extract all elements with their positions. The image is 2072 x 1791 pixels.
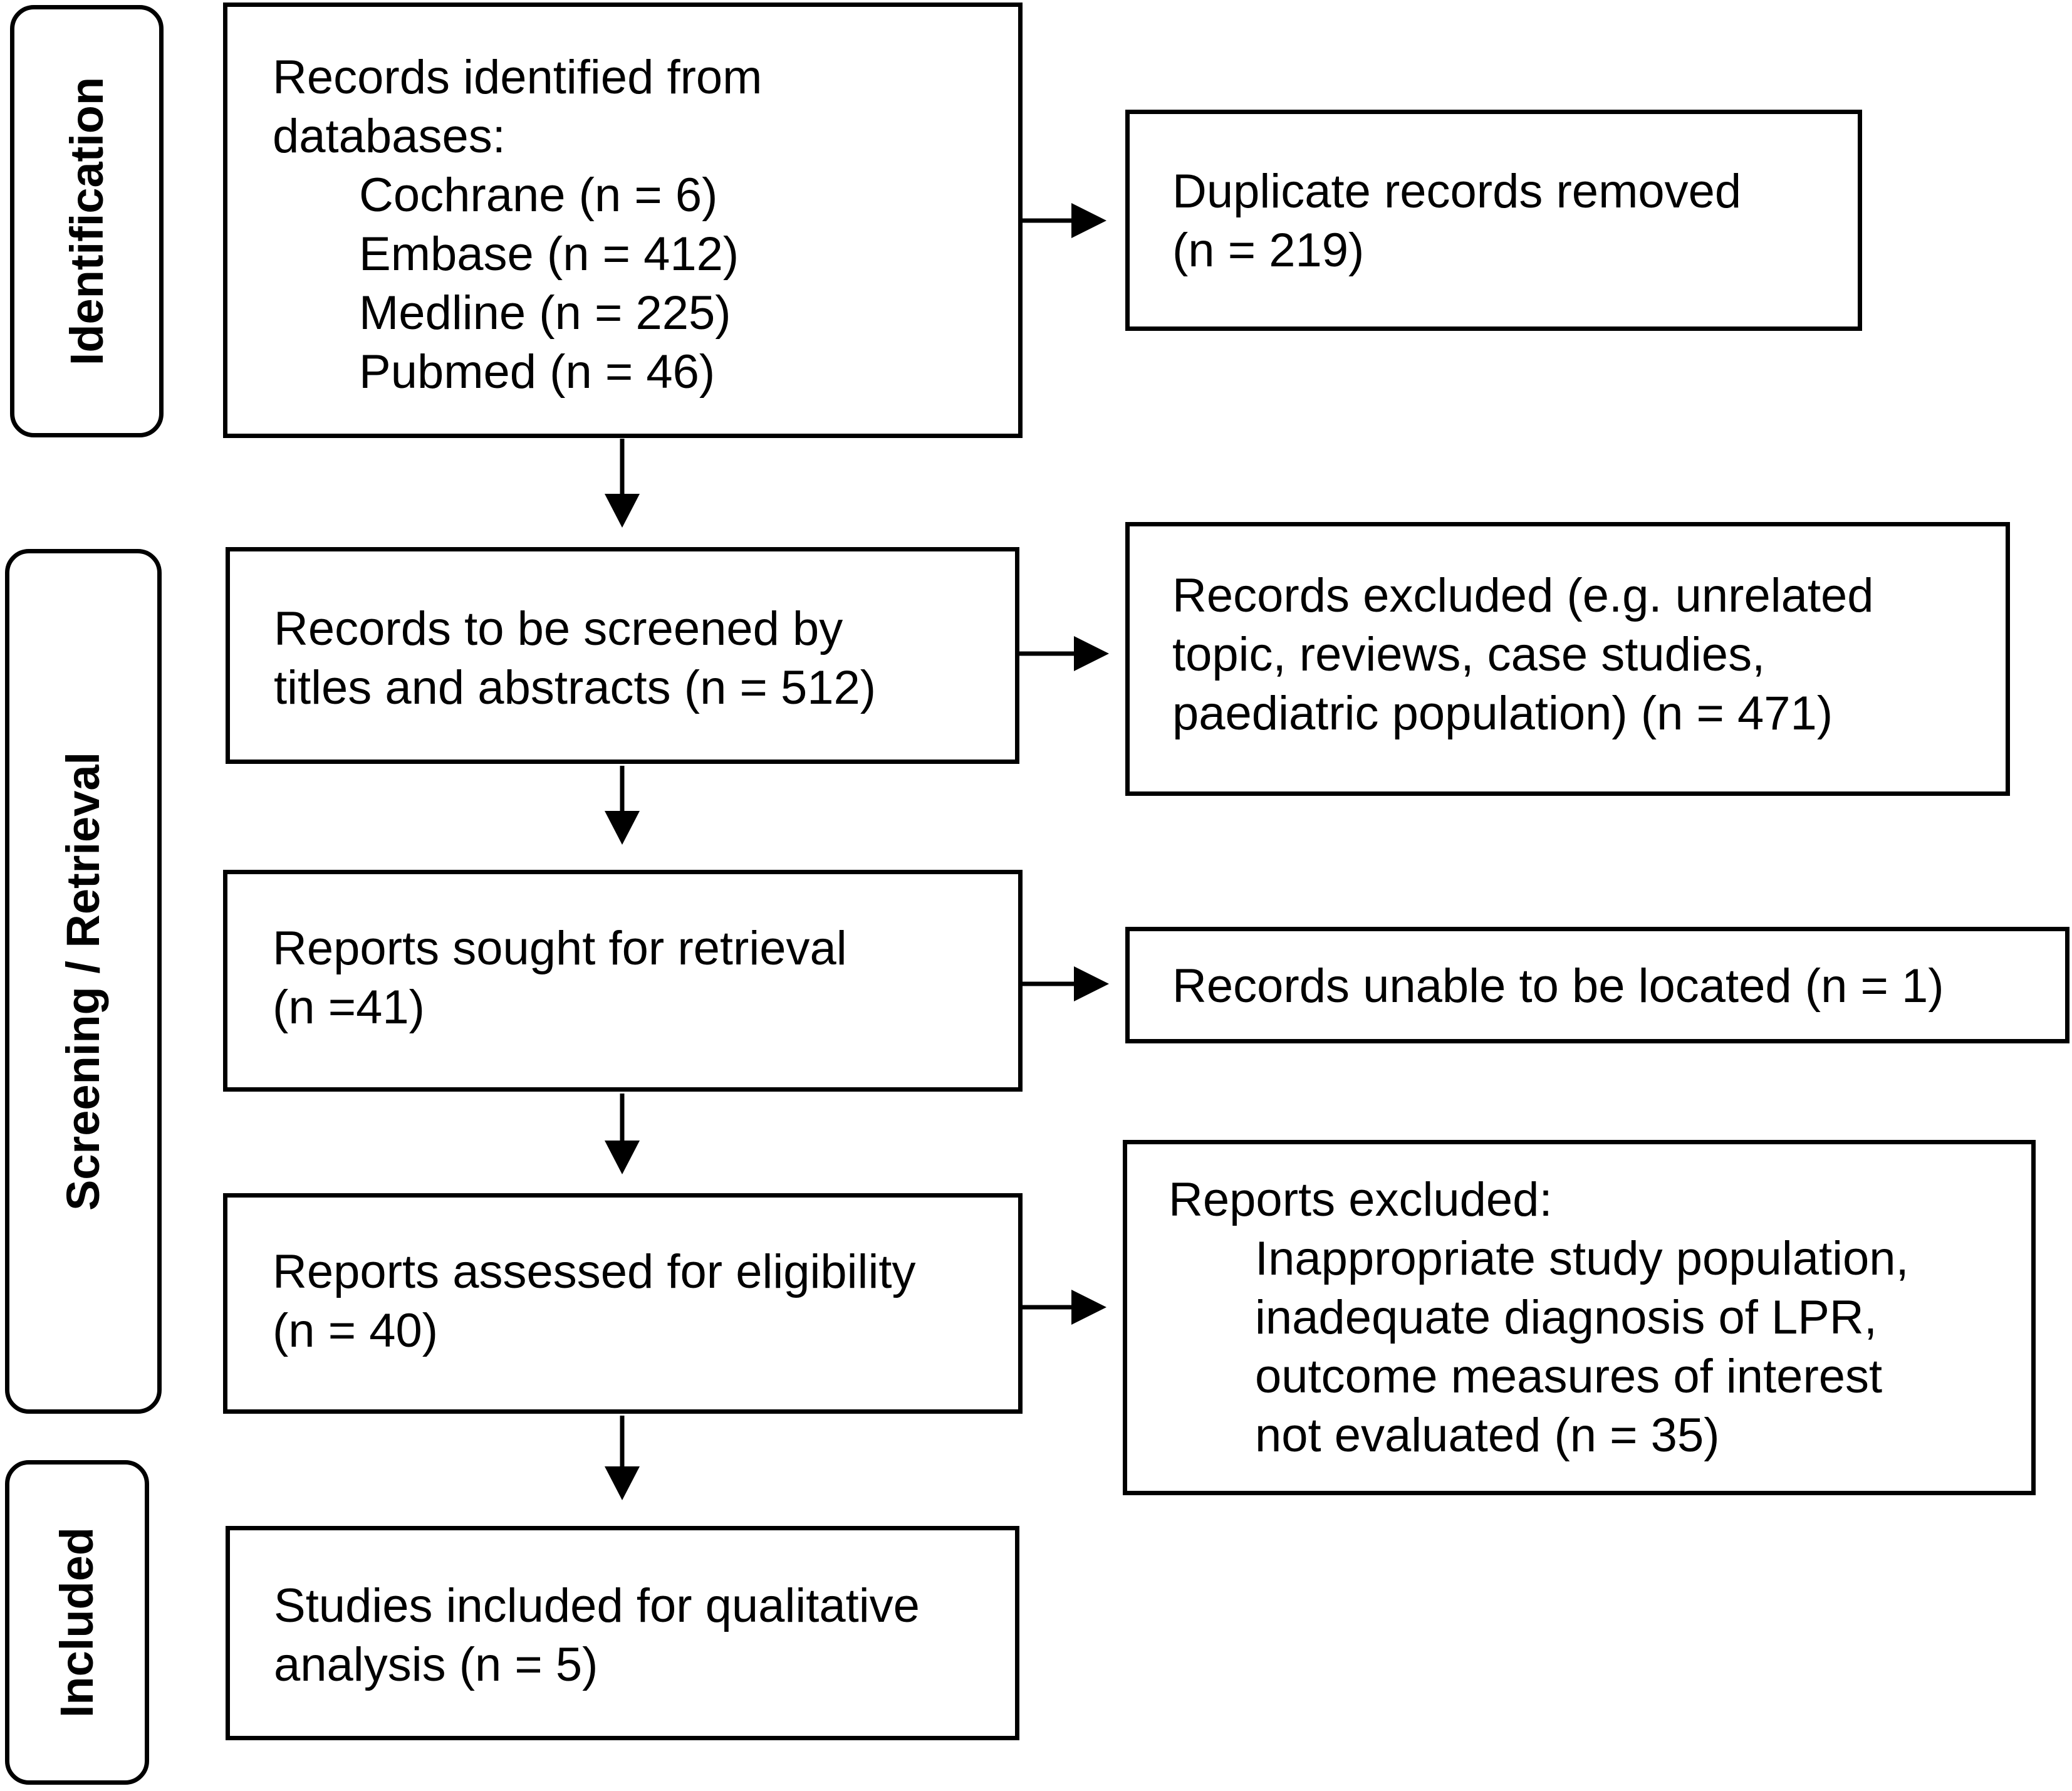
reports-excluded-line1: Reports excluded: [1169, 1173, 1553, 1226]
reports-excluded-text: Reports excluded: Inappropriate study po… [1169, 1171, 1909, 1465]
arrow-assessed-to-included [605, 1416, 640, 1500]
sought-text: Reports sought for retrieval (n =41) [273, 919, 847, 1037]
duplicates-text: Duplicate records removed (n = 219) [1172, 162, 1741, 280]
arrow-identified-to-screened [605, 439, 640, 528]
included-studies-box: Studies included for qualitative analysi… [226, 1526, 1019, 1740]
unable-box: Records unable to be located (n = 1) [1125, 927, 2069, 1043]
source-cochrane: Cochrane (n = 6) [359, 169, 718, 222]
unable-line1: Records unable to be located (n = 1) [1172, 959, 1944, 1013]
sought-line1: Reports sought for retrieval [273, 922, 847, 975]
assessed-line1: Reports assessed for eligibility [273, 1245, 916, 1298]
source-medline: Medline (n = 225) [359, 286, 731, 340]
stage-included: Included [5, 1460, 149, 1785]
records-identified-box: Records identified from databases: Cochr… [223, 3, 1023, 438]
reports-excluded-reason-1: Inappropriate study population, [1255, 1232, 1909, 1285]
arrow-screened-to-records-excluded [1019, 636, 1109, 671]
duplicates-line1: Duplicate records removed [1172, 165, 1742, 218]
assessed-text: Reports assessed for eligibility (n = 40… [273, 1243, 915, 1360]
duplicates-box: Duplicate records removed (n = 219) [1125, 110, 1862, 331]
records-excluded-line3: paediatric population) (n = 471) [1172, 687, 1833, 740]
sought-box: Reports sought for retrieval (n =41) [223, 870, 1023, 1092]
reports-excluded-reason-2: inadequate diagnosis of LPR, [1255, 1291, 1877, 1344]
stage-identification: Identification [10, 5, 164, 437]
screened-text: Records to be screened by titles and abs… [274, 600, 876, 718]
reports-excluded-box: Reports excluded: Inappropriate study po… [1123, 1140, 2036, 1495]
records-excluded-line1: Records excluded (e.g. unrelated [1172, 569, 1874, 622]
arrow-identified-to-duplicates [1023, 203, 1106, 238]
arrow-sought-to-assessed [605, 1094, 640, 1174]
records-excluded-line2: topic, reviews, case studies, [1172, 628, 1766, 681]
unable-text: Records unable to be located (n = 1) [1172, 957, 1944, 1016]
arrow-sought-to-unable [1023, 966, 1109, 1001]
arrow-screened-to-sought [605, 766, 640, 845]
screened-line1: Records to be screened by [274, 602, 843, 655]
screened-box: Records to be screened by titles and abs… [226, 547, 1019, 764]
arrow-assessed-to-reports-excluded [1023, 1290, 1106, 1325]
records-identified-text: Records identified from databases: Cochr… [273, 48, 762, 402]
records-identified-line2: databases: [273, 110, 506, 163]
duplicates-line2: (n = 219) [1172, 224, 1365, 277]
records-excluded-box: Records excluded (e.g. unrelated topic, … [1125, 522, 2010, 796]
sought-line2: (n =41) [273, 981, 425, 1034]
source-embase: Embase (n = 412) [359, 227, 739, 281]
included-studies-line2: analysis (n = 5) [274, 1638, 598, 1691]
records-identified-line1: Records identified from [273, 51, 763, 104]
included-studies-line1: Studies included for qualitative [274, 1579, 920, 1632]
assessed-box: Reports assessed for eligibility (n = 40… [223, 1193, 1023, 1414]
included-studies-text: Studies included for qualitative analysi… [274, 1577, 920, 1694]
reports-excluded-reason-3: outcome measures of interest [1255, 1350, 1883, 1403]
records-excluded-text: Records excluded (e.g. unrelated topic, … [1172, 567, 1874, 743]
stage-screening: Screening / Retrieval [5, 549, 162, 1414]
source-pubmed: Pubmed (n = 46) [359, 345, 716, 399]
screened-line2: titles and abstracts (n = 512) [274, 661, 877, 714]
assessed-line2: (n = 40) [273, 1304, 439, 1357]
reports-excluded-reason-4: not evaluated (n = 35) [1255, 1409, 1720, 1462]
